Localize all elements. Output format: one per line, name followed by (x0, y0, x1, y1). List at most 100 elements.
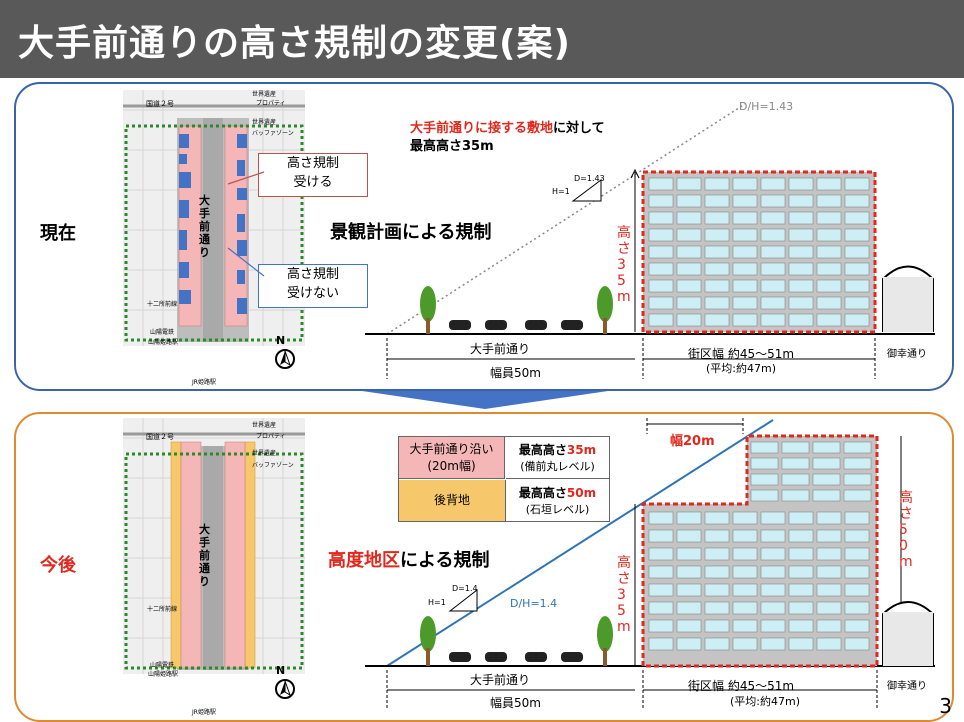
building-window (816, 194, 842, 208)
building-window (732, 211, 758, 225)
building-window (704, 228, 730, 242)
building-window (844, 177, 870, 191)
building-window (704, 583, 730, 597)
building-window (648, 601, 674, 615)
current-headline: 大手前通りに接する敷地に対して (410, 121, 605, 136)
compass-icon (274, 678, 296, 704)
building-window (760, 637, 786, 651)
map-label: 国道２号 (146, 433, 174, 441)
building-window (788, 296, 814, 310)
building-window (676, 619, 702, 633)
title-bar: 大手前通りの高さ規制の変更(案) (0, 0, 964, 78)
current-rule-label: 景観計画による規制 (330, 222, 492, 243)
building-window (760, 511, 786, 525)
building-window (648, 583, 674, 597)
building-window (844, 637, 870, 651)
building-window (816, 313, 842, 327)
building-window (788, 601, 814, 615)
building-window (648, 228, 674, 242)
map-label: 山陽電鉄 (150, 329, 175, 336)
building-window (732, 601, 758, 615)
callout-pointer (227, 171, 265, 185)
building-window (704, 619, 730, 633)
building-window (750, 441, 779, 454)
building-window (816, 262, 842, 276)
building-window (732, 279, 758, 293)
building-window (788, 637, 814, 651)
map-label: JR姫路駅 (192, 709, 216, 716)
building-window (760, 211, 786, 225)
building-window (843, 441, 872, 454)
current-street-width: 幅員50m (490, 366, 541, 380)
map-label: 山陽電鉄 (150, 662, 175, 669)
building-window (704, 313, 730, 327)
building-window (788, 583, 814, 597)
building-window (788, 262, 814, 276)
building-window (844, 296, 870, 310)
tree-icon (597, 286, 613, 334)
current-stage-label: 現在 (40, 223, 76, 244)
map-label: 十二所前線 (147, 606, 178, 613)
compass-icon (274, 348, 296, 374)
current-block-width: 街区幅 約45～51m (688, 347, 795, 361)
building-window (844, 583, 870, 597)
map-label: 世界遺産 (252, 422, 277, 429)
building-window (843, 489, 872, 502)
future-rule-label: 高度地区による規制 (328, 550, 490, 571)
building-window (676, 194, 702, 208)
building-window (816, 529, 842, 543)
building-window (648, 313, 674, 327)
building-window (676, 228, 702, 242)
building-window (704, 601, 730, 615)
building-window (648, 547, 674, 561)
building-window (816, 511, 842, 525)
building-window (732, 619, 758, 633)
building-window (704, 245, 730, 259)
building-window (844, 565, 870, 579)
future-section-diagram (365, 418, 935, 708)
tree-icon (420, 286, 436, 334)
down-arrow-icon (362, 391, 608, 409)
building-window (788, 228, 814, 242)
building-window (844, 211, 870, 225)
map-label: プロパティ (256, 100, 286, 107)
building-window (788, 619, 814, 633)
map-avenue-label: 大手前通り (199, 194, 210, 259)
building-window (676, 547, 702, 561)
building-window (732, 637, 758, 651)
building-window (732, 547, 758, 561)
building-window (732, 565, 758, 579)
building-window (816, 565, 842, 579)
current-block-avg: (平均:約47m) (706, 362, 777, 375)
building-window (843, 457, 872, 470)
building-window (760, 279, 786, 293)
map-label: 世界遺産 (252, 450, 277, 457)
building-window (816, 296, 842, 310)
building-window (732, 262, 758, 276)
current-street-label: 大手前通り (470, 342, 531, 356)
map-label: 世界遺産 (252, 119, 277, 126)
future-height-35: 高さ35m (617, 555, 631, 635)
map-label: バッファゾーン (252, 130, 294, 137)
map-label: 世界遺産 (252, 91, 277, 98)
building-window (760, 547, 786, 561)
building-window (704, 211, 730, 225)
building-window (676, 296, 702, 310)
building-window (812, 489, 841, 502)
building-window (648, 565, 674, 579)
current-headline-height: 最高高さ35m (410, 139, 494, 154)
building-window (788, 547, 814, 561)
legend-area: 後背地 (399, 480, 506, 521)
building-window (816, 279, 842, 293)
building-window (648, 619, 674, 633)
building-window (788, 511, 814, 525)
building-window (704, 547, 730, 561)
current-section-diagram (365, 103, 935, 379)
building-window (760, 228, 786, 242)
building-window (843, 473, 872, 486)
building-window (816, 228, 842, 242)
future-height-50: 高さ50m (899, 490, 913, 570)
building-window (760, 601, 786, 615)
map-label: 十二所前線 (147, 301, 178, 308)
building-window (844, 279, 870, 293)
